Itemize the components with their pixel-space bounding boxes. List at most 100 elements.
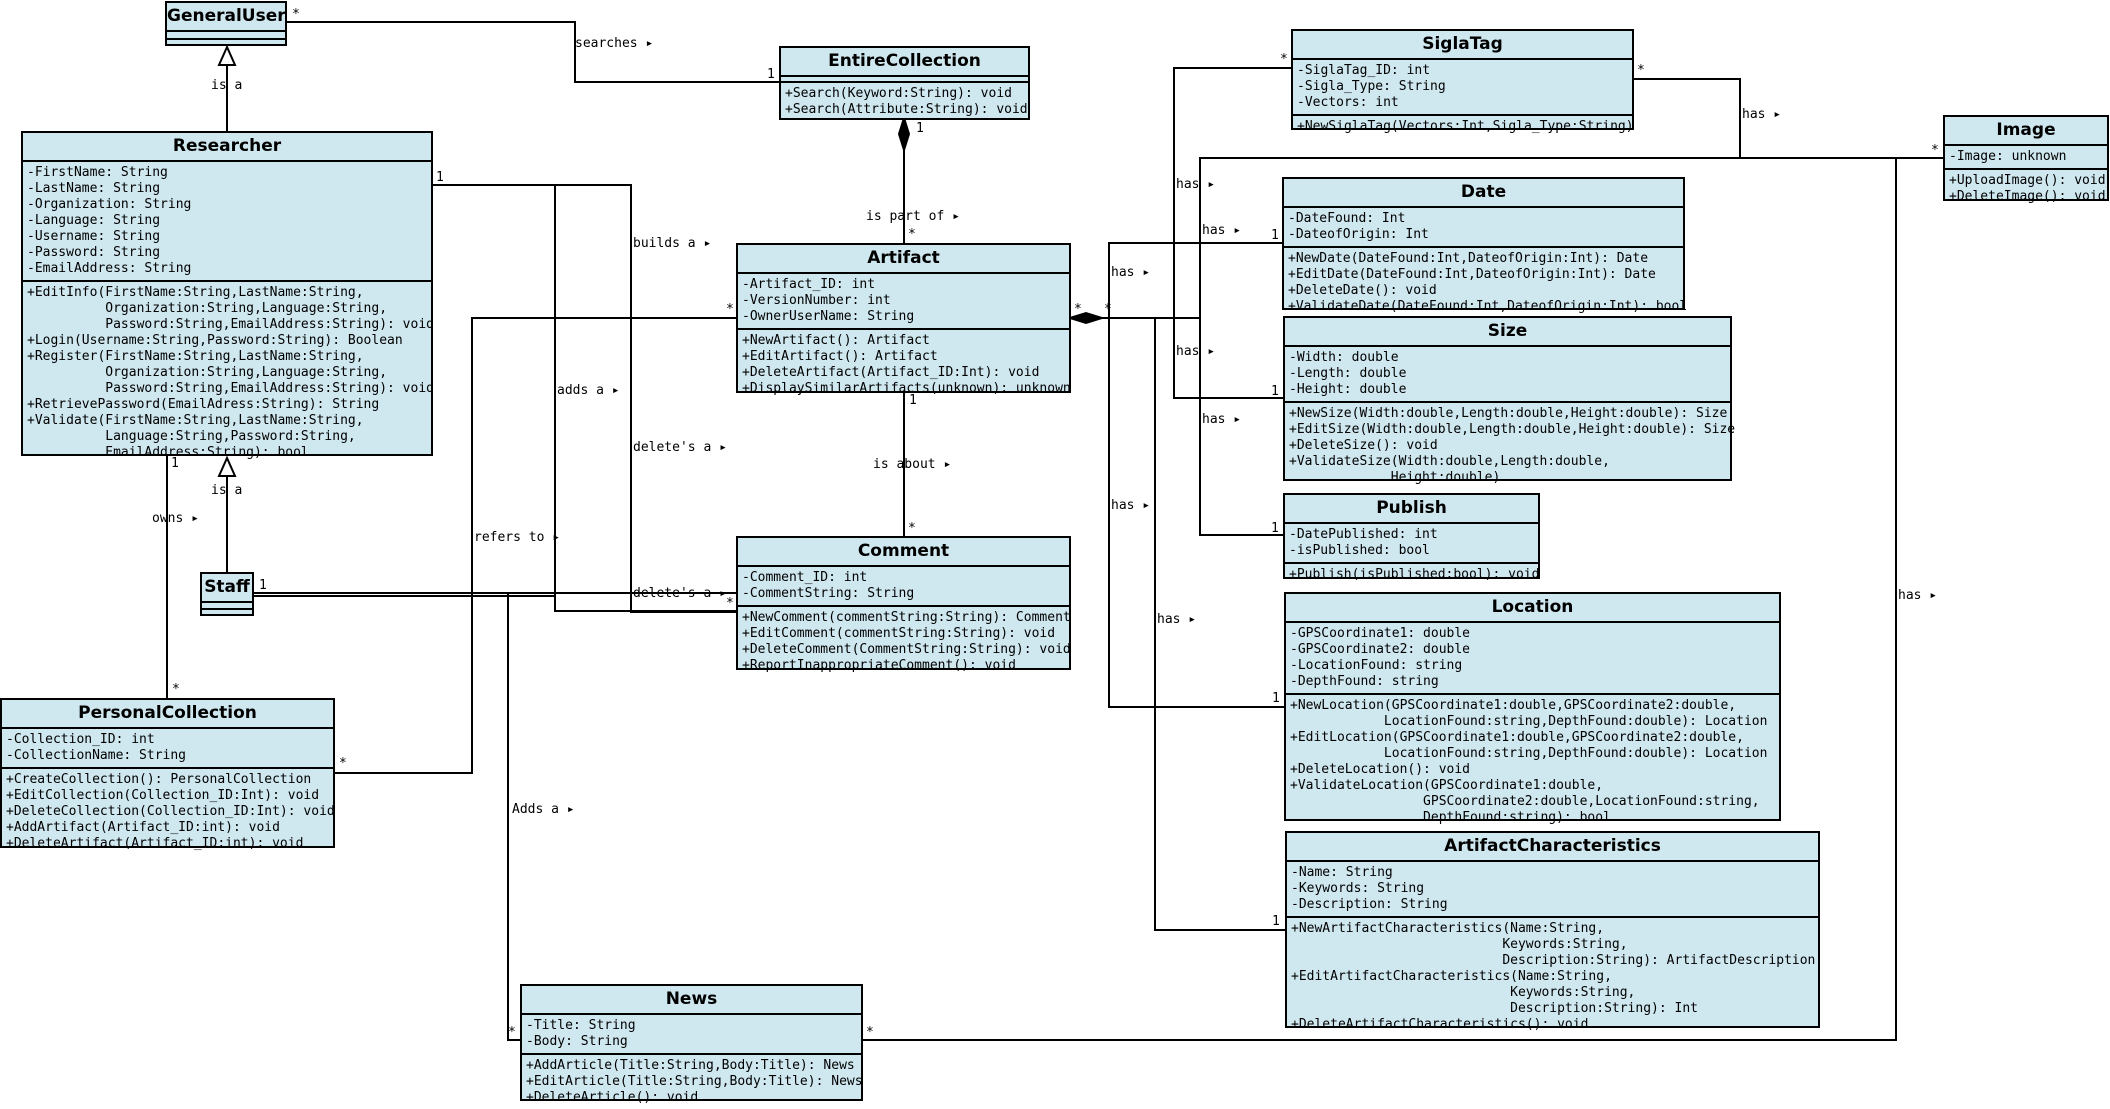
edge-sigla-artifact [1173, 67, 1292, 399]
class-name: Comment [738, 538, 1069, 567]
edge-adds-a [432, 184, 556, 611]
multiplicity: * [1931, 143, 1939, 158]
class-date[interactable]: Date -DateFound: Int -DateofOrigin: Int … [1282, 177, 1687, 314]
label-owns: owns ▸ [152, 511, 199, 526]
edge-has-characteristics [1154, 318, 1286, 931]
methods-section: +NewDate(DateFound:Int,DateofOrigin:Int)… [1288, 251, 1688, 314]
class-entirecollection[interactable]: EntireCollection +Search(Keyword:String)… [779, 46, 1030, 120]
methods-section: +Search(Keyword:String): void +Search(At… [785, 86, 1028, 117]
generalization-arrowhead [217, 44, 237, 66]
multiplicity: 1 [436, 170, 444, 185]
class-generaluser[interactable]: GeneralUser [165, 1, 287, 46]
label-has: has ▸ [1202, 412, 1242, 427]
multiplicity: * [1637, 63, 1645, 78]
methods-section: +NewArtifact(): Artifact +EditArtifact()… [742, 333, 1071, 396]
label-is-a: is a [211, 78, 243, 93]
label-has: has ▸ [1111, 498, 1151, 513]
attributes-section: -Title: String -Body: String [522, 1015, 861, 1055]
class-name: SiglaTag [1293, 31, 1632, 60]
class-name: Location [1286, 594, 1779, 623]
attributes-section: -SiglaTag_ID: int -Sigla_Type: String -V… [1293, 60, 1632, 116]
class-name: ArtifactCharacteristics [1287, 833, 1818, 862]
label-has: has ▸ [1202, 223, 1242, 238]
methods-section: +NewSiglaTag(Vectors:Int,Sigla_Type:Stri… [1297, 119, 1634, 134]
methods-section: +NewComment(commentString:String): Comme… [742, 610, 1071, 673]
multiplicity: 1 [916, 121, 924, 136]
label-has-news: has ▸ [1898, 588, 1938, 603]
multiplicity: 1 [171, 456, 179, 471]
label-refers-to: refers to ▸ [474, 530, 561, 545]
class-personalcollection[interactable]: PersonalCollection -Collection_ID: int -… [0, 698, 335, 851]
attributes-section: -DatePublished: int -isPublished: bool [1285, 524, 1538, 564]
multiplicity: * [339, 756, 347, 771]
class-staff[interactable]: Staff [200, 572, 254, 616]
edge-sigla-image [1633, 78, 1944, 159]
class-size[interactable]: Size -Width: double -Length: double -Hei… [1283, 316, 1735, 485]
multiplicity: * [908, 521, 916, 536]
label-deletes-a: delete's a ▸ [633, 586, 727, 601]
multiplicity: 1 [1272, 691, 1280, 706]
attributes-section: -DateFound: Int -DateofOrigin: Int [1284, 208, 1683, 248]
class-researcher[interactable]: Researcher -FirstName: String -LastName:… [21, 131, 434, 460]
class-news[interactable]: News -Title: String -Body: String +AddAr… [520, 984, 863, 1105]
class-name: EntireCollection [781, 48, 1028, 77]
attributes-section: -Comment_ID: int -CommentString: String [738, 567, 1069, 607]
methods-section: +NewArtifactCharacteristics(Name:String,… [1291, 921, 1816, 1032]
class-artifact[interactable]: Artifact -Artifact_ID: int -VersionNumbe… [736, 243, 1071, 396]
methods-section: +NewSize(Width:double,Length:double,Heig… [1289, 406, 1736, 485]
multiplicity: * [866, 1025, 874, 1040]
multiplicity: * [1104, 302, 1112, 317]
label-is-a: is a [211, 483, 243, 498]
class-name: Publish [1285, 495, 1538, 524]
label-is-part-of: is part of ▸ [866, 209, 960, 224]
edge-image-artifact [1199, 157, 1944, 318]
class-name: Date [1284, 179, 1683, 208]
edge-has-size [1199, 318, 1284, 536]
attributes-section: -Artifact_ID: int -VersionNumber: int -O… [738, 274, 1069, 330]
attributes-section: -Collection_ID: int -CollectionName: Str… [2, 729, 333, 769]
multiplicity: 1 [1271, 521, 1279, 536]
label-has: has ▸ [1111, 265, 1151, 280]
class-name: Researcher [23, 133, 431, 162]
composition-diamond-artifact [1066, 311, 1106, 325]
multiplicity: 1 [259, 578, 267, 593]
class-siglatag[interactable]: SiglaTag -SiglaTag_ID: int -Sigla_Type: … [1291, 29, 1634, 134]
multiplicity: * [292, 7, 300, 22]
label-deletes-a: delete's a ▸ [633, 440, 727, 455]
class-name: GeneralUser [167, 3, 286, 32]
label-has-sigla: has ▸ [1742, 107, 1782, 122]
class-name: Image [1945, 117, 2107, 146]
class-name: PersonalCollection [2, 700, 333, 729]
attributes-section [202, 603, 252, 610]
multiplicity: * [726, 596, 734, 611]
attributes-section: -Name: String -Keywords: String -Descrip… [1287, 862, 1818, 918]
label-has: has ▸ [1176, 177, 1216, 192]
multiplicity: * [908, 227, 916, 242]
multiplicity: * [726, 302, 734, 317]
class-name: Artifact [738, 245, 1069, 274]
edge-has-location [1108, 318, 1285, 708]
multiplicity: * [1074, 302, 1082, 317]
methods-section [167, 40, 285, 46]
class-comment[interactable]: Comment -Comment_ID: int -CommentString:… [736, 536, 1071, 673]
methods-section: +EditInfo(FirstName:String,LastName:Stri… [27, 285, 434, 460]
class-publish[interactable]: Publish -DatePublished: int -isPublished… [1283, 493, 1540, 582]
multiplicity: * [172, 682, 180, 697]
label-adds-a-news: Adds a ▸ [512, 802, 575, 817]
edge-staff-comment-2 [252, 595, 737, 612]
label-has: has ▸ [1176, 344, 1216, 359]
multiplicity: 1 [767, 67, 775, 82]
label-searches: searches ▸ [575, 36, 654, 51]
class-artifactcharacteristics[interactable]: ArtifactCharacteristics -Name: String -K… [1285, 831, 1820, 1032]
label-adds-a: adds a ▸ [557, 383, 620, 398]
multiplicity: 1 [909, 393, 917, 408]
edge-has-date [1108, 242, 1283, 318]
class-location[interactable]: Location -GPSCoordinate1: double -GPSCoo… [1284, 592, 1781, 825]
edge-searches [287, 21, 780, 83]
label-has: has ▸ [1157, 612, 1197, 627]
class-name: News [522, 986, 861, 1015]
methods-section [202, 610, 252, 615]
class-image[interactable]: Image -Image: unknown +UploadImage(): vo… [1943, 115, 2109, 204]
composition-diamond-collection [897, 114, 911, 154]
